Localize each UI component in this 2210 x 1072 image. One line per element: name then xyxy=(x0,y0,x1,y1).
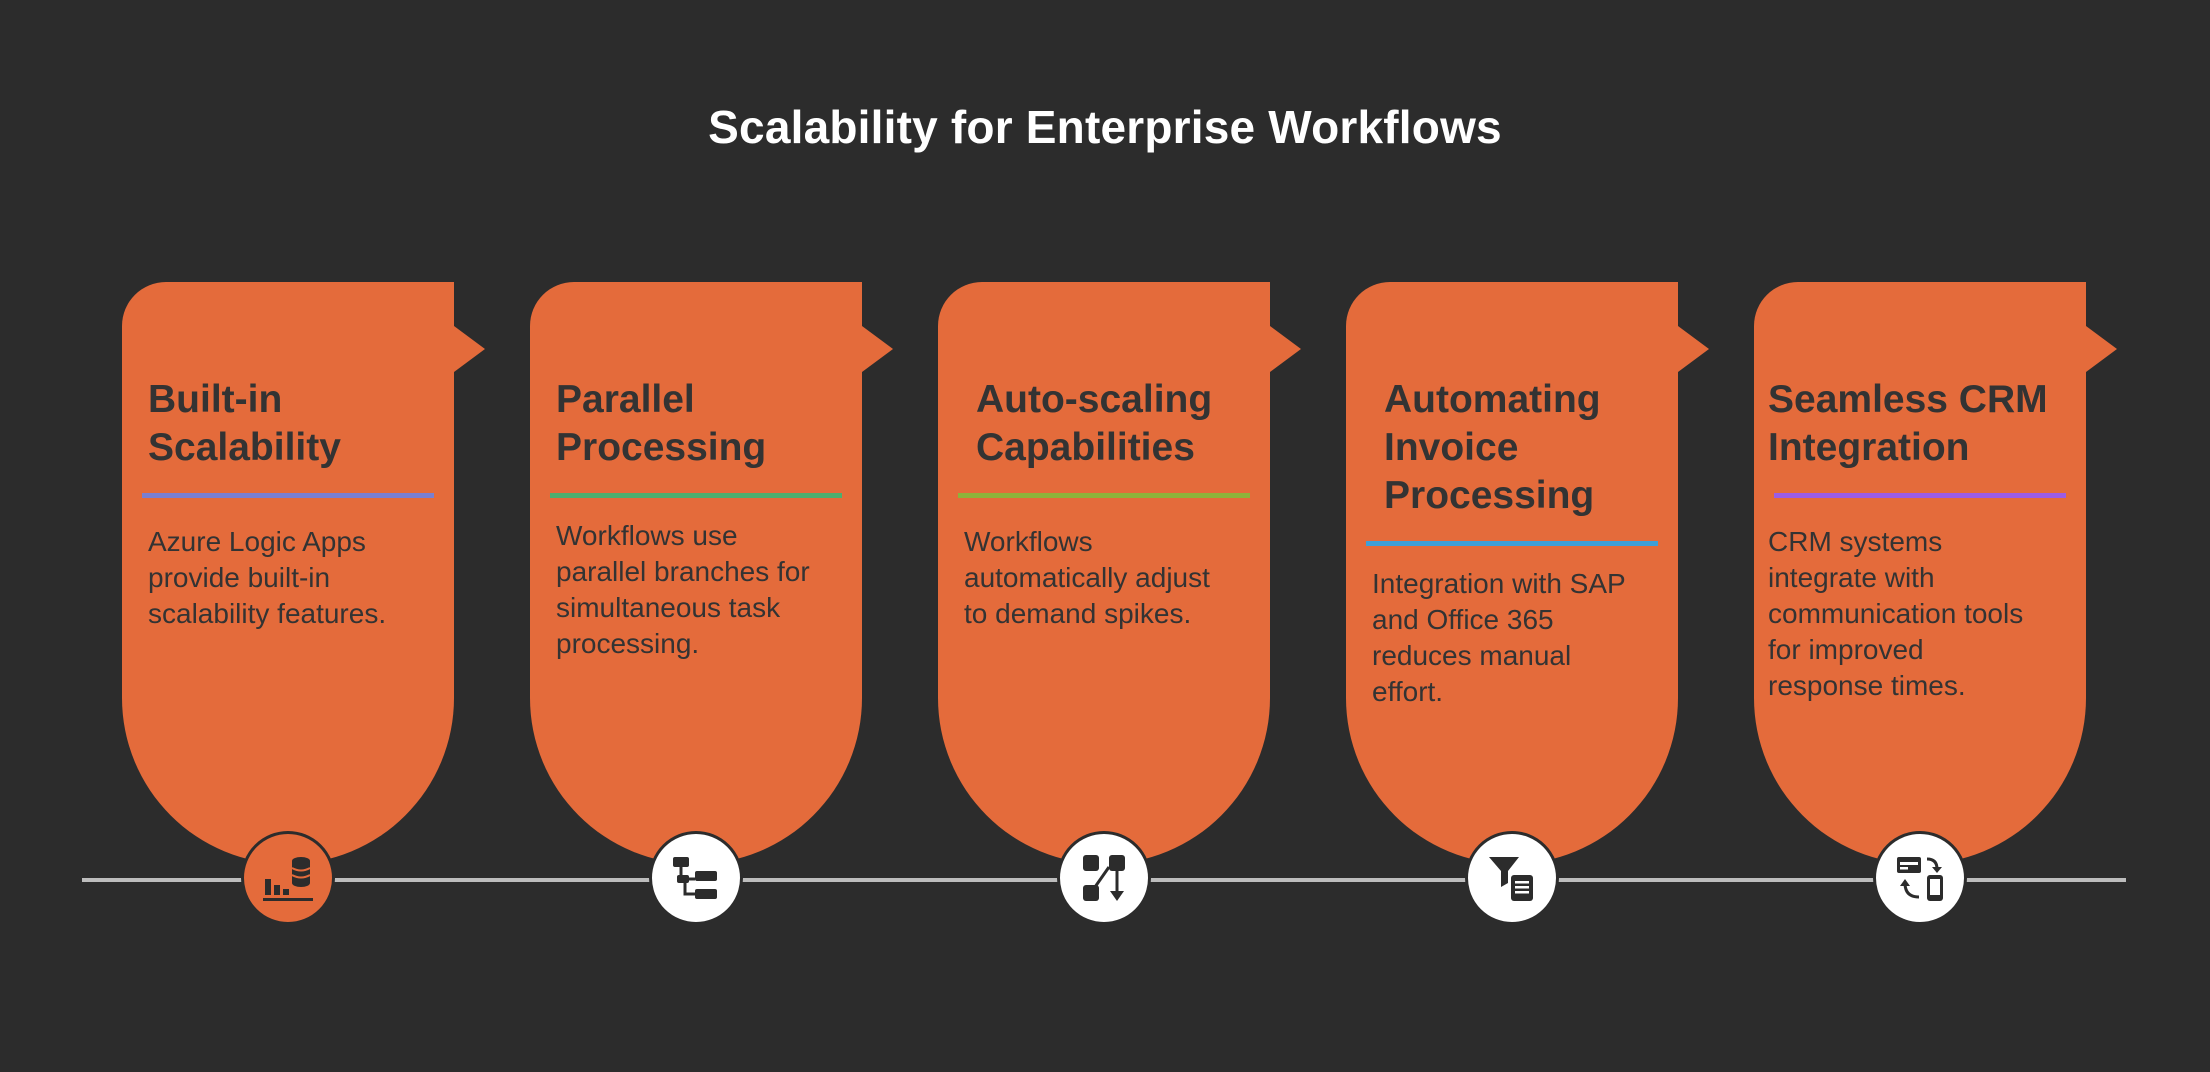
step-card-parallel-processing: Parallel Processing Workflows use parall… xyxy=(530,282,893,864)
step-card-seamless-crm: Seamless CRM Integration CRM systems int… xyxy=(1754,282,2117,864)
card-title: Automating Invoice Processing xyxy=(1384,378,1601,517)
card-divider xyxy=(1774,493,2066,498)
card-notch xyxy=(862,326,893,372)
card-title: Built-in Scalability xyxy=(148,378,341,469)
card-divider xyxy=(142,493,434,498)
step-card-automating-invoice: Automating Invoice Processing Integratio… xyxy=(1346,282,1709,864)
card-divider xyxy=(550,493,842,498)
device-sync-icon xyxy=(1873,831,1967,925)
card-description: Integration with SAP and Office 365 redu… xyxy=(1372,568,1626,707)
card-shape xyxy=(938,282,1270,864)
page-title: Scalability for Enterprise Workflows xyxy=(708,101,1502,153)
card-notch xyxy=(454,326,485,372)
workflow-scale-icon xyxy=(1057,831,1151,925)
card-shape xyxy=(530,282,862,864)
card-description: Workflows use parallel branches for simu… xyxy=(556,520,810,659)
card-description: CRM systems integrate with communication… xyxy=(1768,526,2024,701)
card-description: Workflows automatically adjust to demand… xyxy=(964,526,1210,629)
card-notch xyxy=(1270,326,1301,372)
card-shape xyxy=(122,282,454,864)
card-shape xyxy=(1346,282,1678,864)
card-description: Azure Logic Apps provide built-in scalab… xyxy=(148,526,387,629)
card-divider xyxy=(958,493,1250,498)
bar-chart-database-icon xyxy=(241,831,335,925)
card-notch xyxy=(1678,326,1709,372)
card-shape xyxy=(1754,282,2086,864)
card-title: Auto-scaling Capabilities xyxy=(976,378,1213,469)
step-card-auto-scaling: Auto-scaling Capabilities Workflows auto… xyxy=(938,282,1301,864)
card-divider xyxy=(1366,541,1658,546)
parallel-branches-icon xyxy=(649,831,743,925)
card-notch xyxy=(2086,326,2117,372)
filter-document-icon xyxy=(1465,831,1559,925)
card-title: Seamless CRM Integration xyxy=(1768,378,2048,469)
card-title: Parallel Processing xyxy=(556,378,767,469)
step-card-built-in-scalability: Built-in Scalability Azure Logic Apps pr… xyxy=(122,282,485,864)
